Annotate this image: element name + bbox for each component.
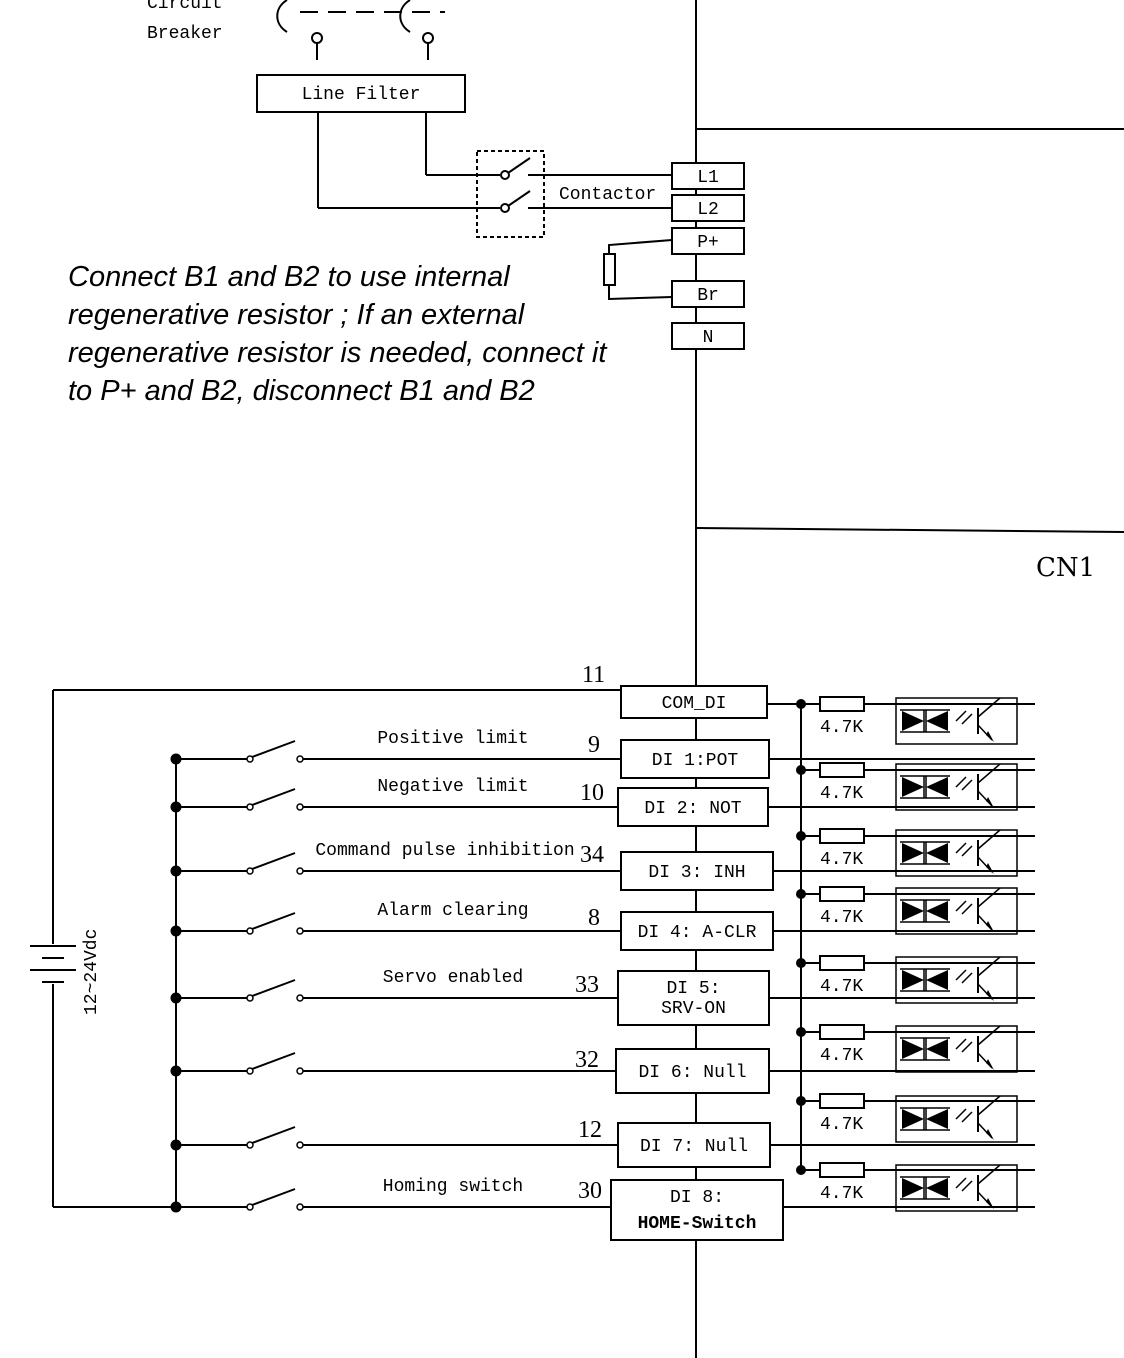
input-row: Servo enabled 33 DI 5:SRV-ON xyxy=(170,968,770,1026)
pin-number: 10 xyxy=(580,780,604,806)
terminal-box xyxy=(617,970,770,1026)
input-row: Command pulse inhibition 34 DI 3: INH xyxy=(170,841,774,891)
regen-resistor xyxy=(603,239,673,301)
input-row: Alarm clearing 8 DI 4: A-CLR xyxy=(170,901,774,951)
input-row: Negative limit 10 DI 2: NOT xyxy=(170,777,769,827)
resistor xyxy=(819,1093,865,1109)
circuit-breaker-label-line2: Breaker xyxy=(147,24,223,44)
pin-number: 12 xyxy=(578,1117,602,1143)
resistor-value: 4.7K xyxy=(820,850,863,870)
resistor-value: 4.7K xyxy=(820,1184,863,1204)
resistor xyxy=(819,1162,865,1178)
resistor-value: 4.7K xyxy=(820,784,863,804)
terminal-box xyxy=(620,851,774,891)
input-description: Alarm clearing xyxy=(377,901,528,921)
pin-number: 8 xyxy=(588,905,600,931)
line-filter: Line Filter xyxy=(256,74,500,209)
optocoupler xyxy=(895,956,1018,1004)
com-di-label: COM_DI xyxy=(662,694,727,714)
resistor xyxy=(819,886,865,902)
terminal-n: N xyxy=(703,328,714,348)
terminal-label: DI 7: Null xyxy=(640,1137,748,1157)
pin-number: 34 xyxy=(580,842,604,868)
resistor xyxy=(819,762,865,778)
input-description: Servo enabled xyxy=(383,968,523,988)
connector-label: CN1 xyxy=(1036,553,1095,583)
input-description: Homing switch xyxy=(383,1177,523,1197)
terminal-l1: L1 xyxy=(697,168,719,188)
terminal-label: DI 8: xyxy=(670,1188,724,1208)
terminal-label: DI 2: NOT xyxy=(644,799,741,819)
resistor xyxy=(819,696,865,712)
optocoupler xyxy=(895,829,1018,877)
pin-number: 32 xyxy=(575,1047,599,1073)
input-row: Positive limit 9 DI 1:POT xyxy=(170,729,770,779)
regen-note: Connect B1 and B2 to use internal regene… xyxy=(68,261,607,407)
terminal-label: DI 1:POT xyxy=(652,751,739,771)
terminal-label: DI 6: Null xyxy=(638,1063,746,1083)
input-description: Command pulse inhibition xyxy=(315,841,574,861)
circuit-breaker-label-line1: Circuit xyxy=(147,0,223,14)
contactor: Contactor xyxy=(476,150,672,238)
pin-number: 9 xyxy=(588,732,600,758)
input-row: 12 DI 7: Null xyxy=(170,1117,771,1168)
terminal-label: DI 3: INH xyxy=(648,863,745,883)
terminal-p-plus: P+ xyxy=(697,233,719,253)
terminal-l2: L2 xyxy=(697,200,719,220)
optocoupler-channel: 4.7K xyxy=(769,696,1035,760)
terminal-label-line2: HOME-Switch xyxy=(638,1214,757,1234)
resistor xyxy=(819,828,865,844)
optocoupler xyxy=(895,1025,1018,1073)
terminal-box xyxy=(617,787,769,827)
optocoupler xyxy=(895,1164,1018,1212)
line-filter-label: Line Filter xyxy=(302,85,421,105)
optocoupler-channel: 4.7K xyxy=(783,1162,1035,1212)
terminal-box xyxy=(610,1179,784,1241)
resistor-value: 4.7K xyxy=(820,1046,863,1066)
terminal-box xyxy=(620,739,770,779)
optocoupler-channel: 4.7K xyxy=(770,1093,1035,1146)
resistor-value: 4.7K xyxy=(820,977,863,997)
terminal-label-line2: SRV-ON xyxy=(661,999,726,1019)
terminal-box xyxy=(615,1048,770,1094)
input-description: Positive limit xyxy=(377,729,528,749)
com-di-row: 11 COM_DI xyxy=(582,662,1035,1170)
optocoupler-channel: 4.7K xyxy=(768,762,1035,811)
pin-number: 33 xyxy=(575,972,599,998)
optocoupler xyxy=(895,1095,1018,1143)
resistor xyxy=(819,1024,865,1040)
circuit-breaker: Circuit Breaker xyxy=(147,0,445,60)
input-description: Negative limit xyxy=(377,777,528,797)
optocoupler-channel: 4.7K xyxy=(773,828,1035,877)
optocoupler xyxy=(895,887,1018,935)
pin-number: 30 xyxy=(578,1178,602,1204)
contactor-label: Contactor xyxy=(559,185,656,205)
input-rows: Positive limit 9 DI 1:POT Negative limit 10D… xyxy=(170,729,784,1241)
optocoupler xyxy=(895,697,1018,745)
terminal-label: DI 4: A-CLR xyxy=(638,923,757,943)
optocoupler-channel: 4.7K xyxy=(773,886,1035,935)
input-row: Homing switch 30 DI 8: HOME-Switch xyxy=(170,1177,784,1241)
resistor-value: 4.7K xyxy=(820,1115,863,1135)
terminal-br: Br xyxy=(697,286,719,306)
supply-label: 12~24Vdc xyxy=(82,929,102,1015)
optocoupler-column: 4.7K 4.7K 4.7K 4.7K 4.7K 4.7K 4.7K 4.7K xyxy=(768,696,1035,1212)
resistor xyxy=(819,955,865,971)
resistor-value: 4.7K xyxy=(820,718,863,738)
power-terminals: L1 L2 P+ Br N xyxy=(671,162,745,350)
pin-number: 11 xyxy=(582,662,605,688)
supply: 12~24Vdc xyxy=(30,689,621,1208)
terminal-label: DI 5: xyxy=(666,979,720,999)
optocoupler-channel: 4.7K xyxy=(769,955,1035,1004)
input-row: 32 DI 6: Null xyxy=(170,1047,770,1094)
resistor-value: 4.7K xyxy=(820,908,863,928)
optocoupler-channel: 4.7K xyxy=(769,1024,1035,1073)
optocoupler xyxy=(895,763,1018,811)
